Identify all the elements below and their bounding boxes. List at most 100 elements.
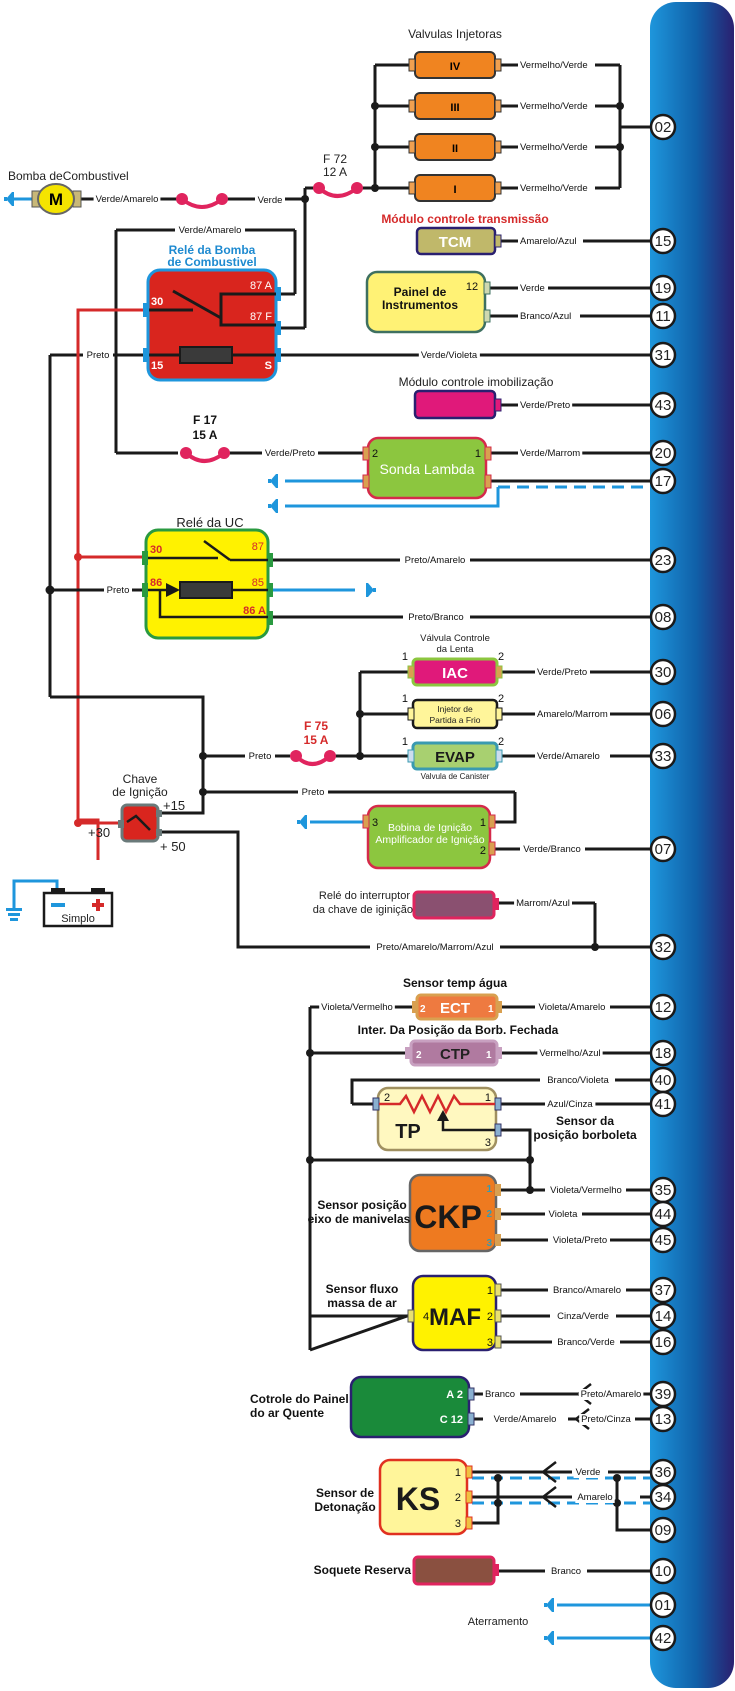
ecu-pin-number: 06 [655, 706, 672, 723]
pin-number: 2 [420, 1004, 426, 1015]
ecu-pin-number: 37 [655, 1282, 672, 1299]
ecu-connector-bar [650, 2, 734, 1688]
label-background [518, 311, 574, 322]
ecu-pin-number: 14 [655, 1308, 672, 1325]
iac-valve [407, 657, 503, 687]
ecu-pin: 44 [649, 1200, 677, 1228]
pin-number: 1 [488, 1004, 494, 1015]
ect-title: Sensor temp água [403, 976, 507, 990]
pin-number: C 12 [440, 1414, 463, 1426]
ecu-pin-number: 33 [655, 748, 672, 765]
relay-pin: 86 A [243, 605, 266, 617]
wire-label: Branco/Violeta [547, 1075, 609, 1086]
ecu-pin-number: 17 [655, 473, 672, 490]
ecu-pin: 32 [649, 933, 677, 961]
ecu-pin: 41 [649, 1090, 677, 1118]
label-background [491, 1414, 559, 1425]
ect-sensor [412, 993, 502, 1021]
wire-label: Branco [485, 1389, 515, 1400]
fuse-icon [313, 182, 363, 198]
connector-arrows [540, 1383, 592, 1508]
iac-title: Válvula Controle [420, 633, 490, 644]
ecu-pin: 10 [649, 1557, 677, 1585]
ecu-pin-number: 32 [655, 939, 672, 956]
ecu-pin-number: 16 [655, 1334, 672, 1351]
ecu-pin-circle [649, 835, 677, 863]
ecu-pin: 18 [649, 1039, 677, 1067]
label-background [518, 183, 590, 194]
wire-label: Branco [551, 1566, 581, 1577]
coil-label: Bobina de Ignição [388, 822, 472, 834]
junction-dots [45, 102, 624, 1507]
ecu-pin: 06 [649, 700, 677, 728]
cold-start-label: Injetor de [437, 704, 473, 714]
injector-label: IV [450, 61, 461, 73]
ecu-pin-circle [649, 391, 677, 419]
label-background [545, 1075, 612, 1086]
wire-label: Vermelho/Verde [520, 142, 588, 153]
lambda-label: Sonda Lambda [380, 461, 475, 477]
ecu-pin-circle [649, 1226, 677, 1254]
ecu-pin: 11 [649, 302, 677, 330]
wire-label: Branco/Amarelo [553, 1285, 621, 1296]
wire-label: Verde/Amarelo [179, 225, 242, 236]
ecu-pin-circle [649, 227, 677, 255]
pin-number: 2 [455, 1492, 461, 1504]
ecu-pin: 16 [649, 1328, 677, 1356]
fuse-f72-rating: 12 A [323, 165, 347, 179]
wire-label: Verde/Violeta [421, 350, 478, 361]
ground-title: Aterramento [468, 1616, 529, 1628]
ecu-pin-circle [649, 993, 677, 1021]
fuse-f75-rating: 15 A [304, 733, 329, 747]
wire-label: Azul/Cinza [547, 1099, 593, 1110]
pin-number: 2 [487, 1311, 493, 1323]
wire-label: Vermelho/Verde [520, 183, 588, 194]
label-background [518, 142, 590, 153]
ignition-switch [118, 803, 162, 843]
ecu-pin-circle [649, 546, 677, 574]
pin-number: 4 [423, 1311, 429, 1323]
wire-label: Verde/Amarelo [96, 194, 159, 205]
ecu-pin-number: 45 [655, 1232, 672, 1249]
ecu-pin: 17 [649, 467, 677, 495]
ignition-switch-relay [412, 890, 499, 920]
ground-icon [268, 474, 278, 488]
pin-number: 2 [498, 651, 504, 663]
fuse-f17-name: F 17 [193, 413, 217, 427]
ign-relay-title: da chave de iginição [313, 904, 413, 916]
pin-number: 2 [384, 1092, 390, 1104]
ecu-pin-number: 30 [655, 664, 672, 681]
wire-label: Vermelho/Verde [520, 101, 588, 112]
wire-label: Verde [520, 283, 545, 294]
ecu-pin: 31 [649, 341, 677, 369]
pin-number: 3 [455, 1518, 461, 1530]
wire-label: Vermelho/Azul [539, 1048, 600, 1059]
tp-sensor [372, 1086, 502, 1152]
label-background [514, 898, 572, 909]
wire-label: Preto/Branco [408, 612, 463, 623]
evap-valve [407, 741, 503, 771]
ecu-pin-circle [649, 700, 677, 728]
label-background [518, 101, 590, 112]
ecu-pin: 14 [649, 1302, 677, 1330]
ckp-title: Sensor posição [317, 1198, 406, 1212]
battery-label: Simplo [61, 913, 95, 925]
label-background [246, 751, 274, 762]
label-background [535, 751, 602, 762]
ecu-pin-number: 15 [655, 233, 672, 250]
injector-ii [408, 133, 502, 161]
maf-label: MAF [429, 1304, 481, 1331]
fuel-pump-title: Bomba deCombustivel [8, 169, 129, 183]
wire-label: Amarelo/Azul [520, 236, 577, 247]
ecu-pin-circle [649, 603, 677, 631]
ecu-pin: 08 [649, 603, 677, 631]
ecu-pin-number: 12 [655, 999, 672, 1016]
relay-pin: 15 [151, 360, 163, 372]
label-background [406, 612, 466, 623]
pin-number: 3 [487, 1337, 493, 1349]
relay-pin: 87 F [250, 311, 272, 323]
relay-pin: 86 [150, 577, 162, 589]
fuel-pump-motor [31, 183, 82, 215]
ecu-pin-number: 02 [655, 119, 672, 136]
ecu-pin: 35 [649, 1176, 677, 1204]
